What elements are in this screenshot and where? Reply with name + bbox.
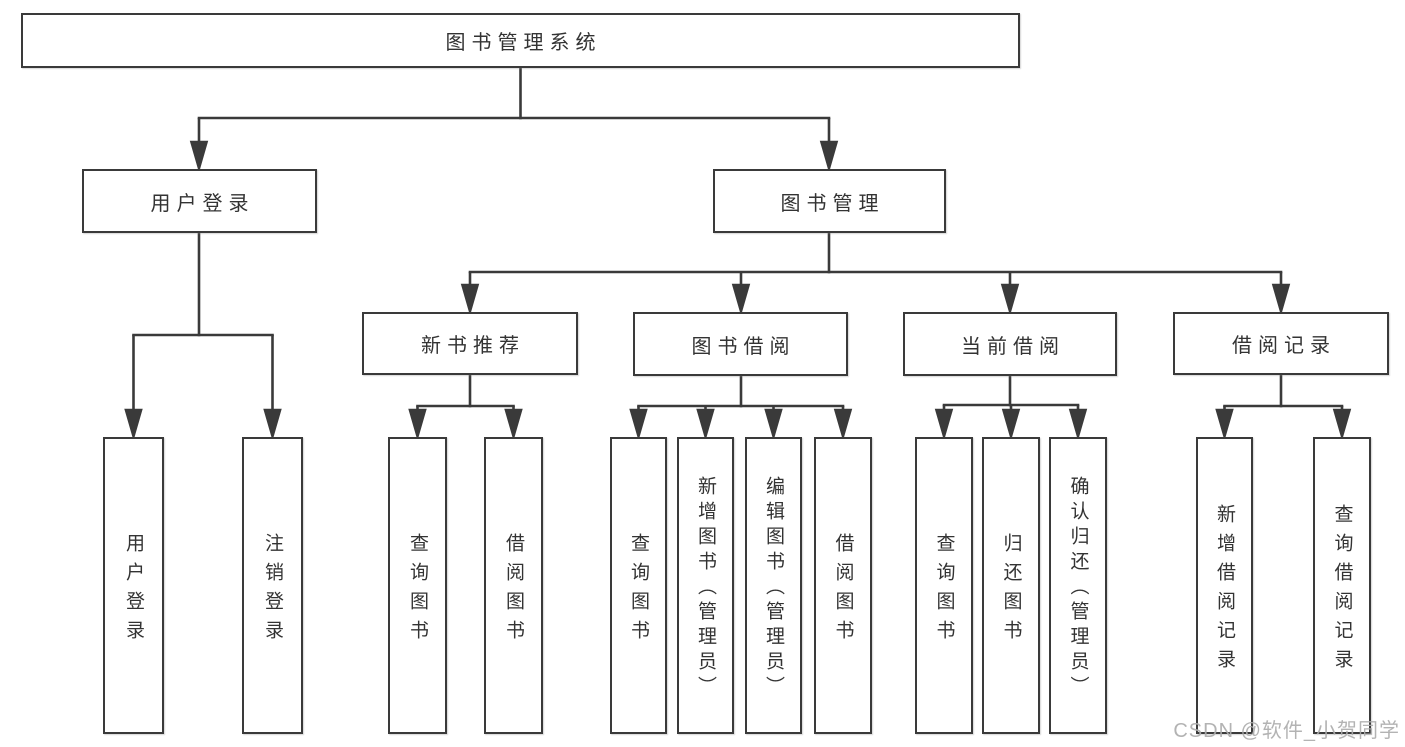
leaf-confirm-return-admin: 确认归还（管理员） xyxy=(1049,437,1107,734)
connector-current-borrow-branch xyxy=(934,375,1088,441)
leaf-add-borrow-record: 新增借阅记录 xyxy=(1196,437,1253,734)
node-book-management: 图书管理 xyxy=(713,169,946,233)
node-borrow-records: 借阅记录 xyxy=(1173,312,1389,375)
connector-book-management-branch xyxy=(460,233,1291,316)
node-label: 新书推荐 xyxy=(421,335,525,357)
node-label: 图书管理 xyxy=(780,192,885,215)
node-label: 确认归还（管理员） xyxy=(1067,476,1089,701)
node-label: 用户登录 xyxy=(123,532,144,649)
node-label: 编辑图书（管理员） xyxy=(763,476,784,701)
node-label: 图书借阅 xyxy=(691,335,796,358)
node-current-borrow: 当前借阅 xyxy=(903,312,1117,376)
node-label: 归还图书 xyxy=(1000,532,1022,649)
leaf-query-books-borrow: 查询图书 xyxy=(610,437,667,734)
node-label: 图书管理系统 xyxy=(445,32,602,54)
leaf-user-login: 用户登录 xyxy=(103,437,164,734)
node-label: 查询图书 xyxy=(407,532,428,649)
node-label: 用户登录 xyxy=(150,192,255,215)
leaf-return-book: 归还图书 xyxy=(982,437,1040,734)
leaf-borrow-books: 借阅图书 xyxy=(814,437,872,734)
leaf-borrow-books-recommend: 借阅图书 xyxy=(484,437,543,734)
leaf-query-borrow-record: 查询借阅记录 xyxy=(1313,437,1371,734)
node-label: 借阅记录 xyxy=(1232,335,1336,357)
node-label: 借阅图书 xyxy=(503,532,524,649)
csdn-watermark: CSDN @软件_小贺同学 xyxy=(1173,720,1400,742)
node-label: 借阅图书 xyxy=(832,532,854,649)
connector-root-branch xyxy=(189,68,839,173)
node-label: 查询图书 xyxy=(933,532,955,649)
node-label: 新增图书（管理员） xyxy=(695,476,716,701)
leaf-query-books-current: 查询图书 xyxy=(915,437,973,734)
connector-book-borrow-branch xyxy=(629,375,853,441)
leaf-logout: 注销登录 xyxy=(242,437,303,734)
leaf-add-book-admin: 新增图书（管理员） xyxy=(677,437,734,734)
connector-new-book-branch xyxy=(408,375,523,441)
node-label: 注销登录 xyxy=(262,532,283,649)
leaf-edit-book-admin: 编辑图书（管理员） xyxy=(745,437,802,734)
node-label: 新增借阅记录 xyxy=(1214,503,1235,678)
leaf-query-books-recommend: 查询图书 xyxy=(388,437,447,734)
connector-user-login-branch xyxy=(124,233,282,441)
node-new-book-recommend: 新书推荐 xyxy=(362,312,578,375)
node-book-borrow: 图书借阅 xyxy=(633,312,848,376)
node-label: 当前借阅 xyxy=(961,335,1065,358)
node-root-system: 图书管理系统 xyxy=(21,13,1020,68)
node-label: 查询图书 xyxy=(628,532,649,649)
node-user-login: 用户登录 xyxy=(82,169,317,233)
node-label: 查询借阅记录 xyxy=(1331,503,1353,678)
connector-borrow-record-branch xyxy=(1215,375,1352,441)
